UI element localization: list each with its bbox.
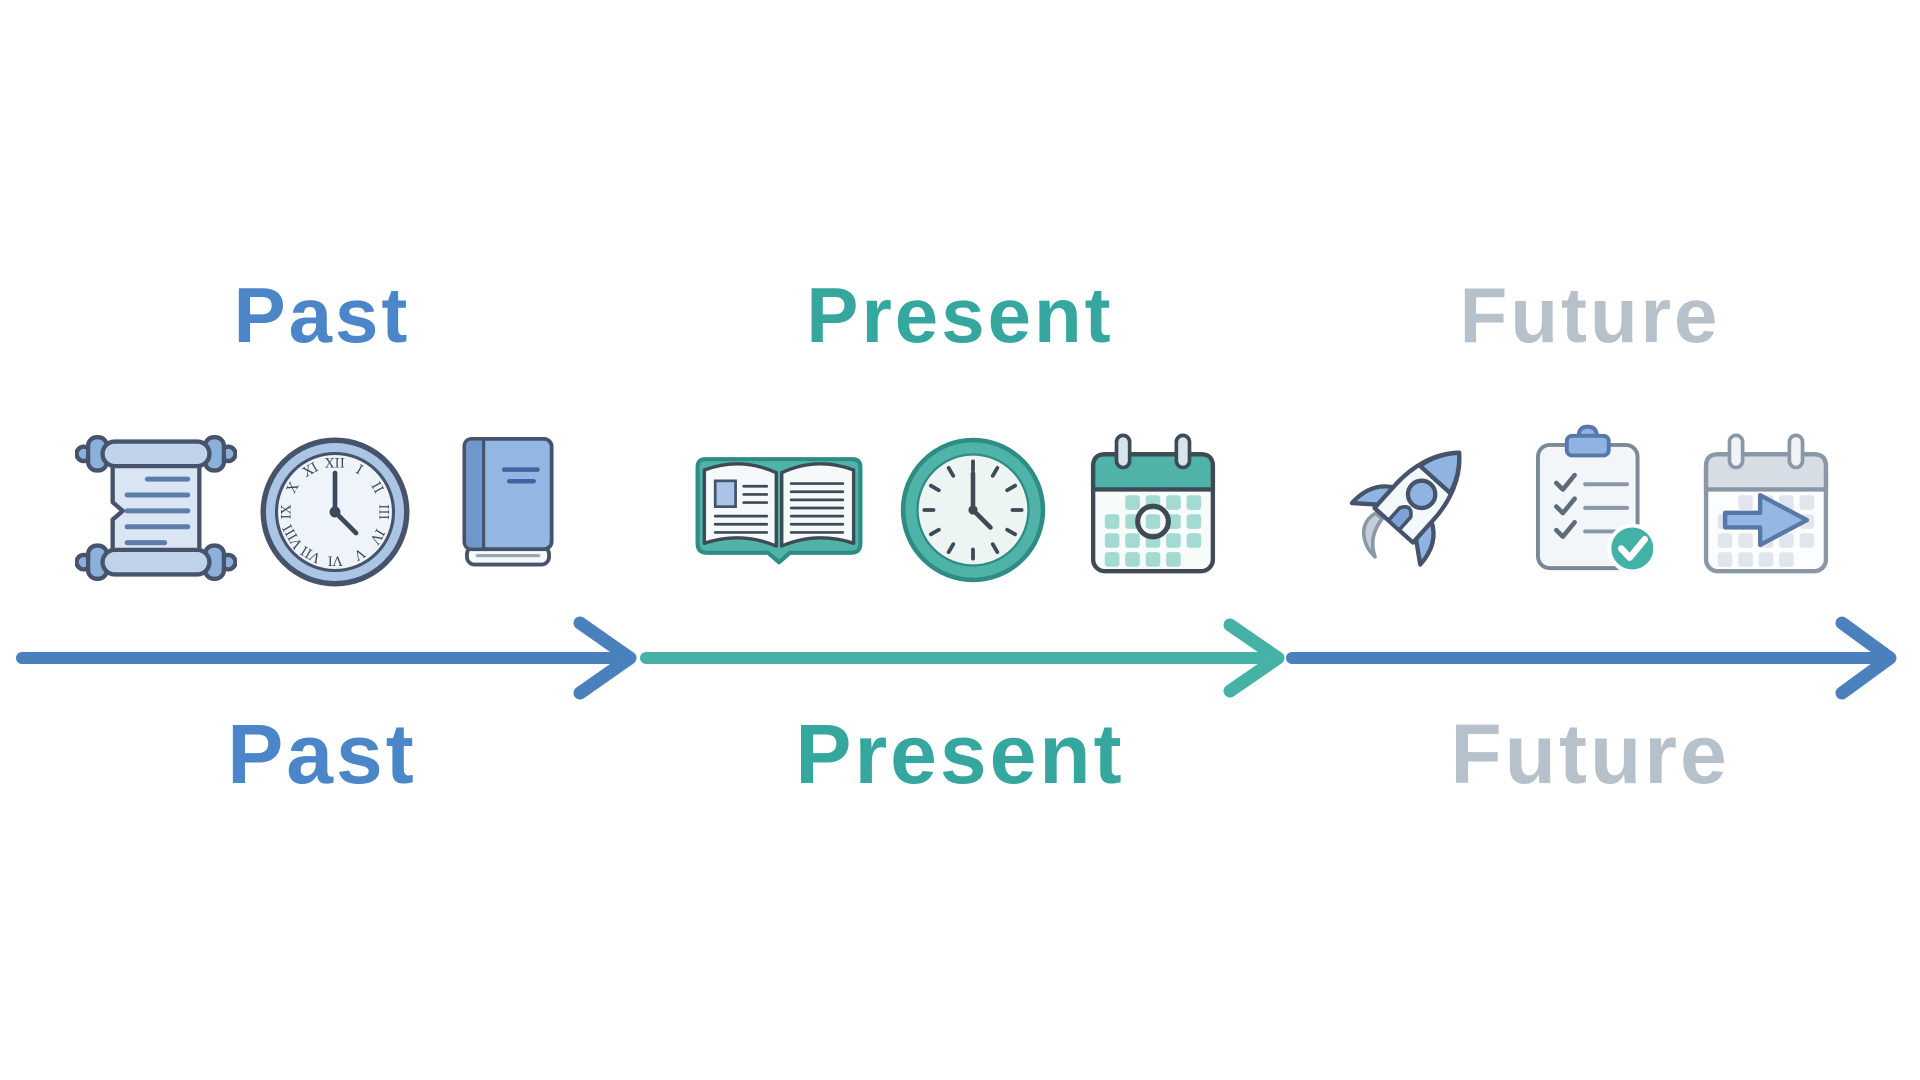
rocket-icon xyxy=(1333,426,1491,589)
numeral-4: IV xyxy=(366,526,387,547)
past-arrow-head xyxy=(573,616,637,700)
roman-numeral-clock-icon: XII I II III IV V VI VII VIII IX X XI xyxy=(257,434,413,595)
forward-arrow-glyph xyxy=(1722,493,1810,548)
present-arrow-head xyxy=(1223,618,1285,698)
open-book-icon xyxy=(684,440,874,581)
open-book-svg xyxy=(695,457,863,565)
clipboard-checklist-icon xyxy=(1522,424,1664,581)
calendar-forward-svg xyxy=(1703,433,1829,574)
closed-book-svg xyxy=(462,436,554,567)
present-bottom-label: Present xyxy=(795,707,1125,801)
scroll-icon xyxy=(74,430,238,591)
scroll-icon-svg xyxy=(74,435,238,581)
numeral-6: VI xyxy=(328,552,344,567)
numeral-9: IX xyxy=(280,504,295,519)
clipboard-checklist-svg xyxy=(1536,424,1658,574)
numeral-11: XI xyxy=(301,460,321,480)
calendar-svg xyxy=(1090,433,1216,574)
timeline-arrows xyxy=(16,616,1897,700)
future-arrow-head xyxy=(1835,616,1897,700)
calendar-icon xyxy=(1080,428,1226,585)
numeral-12: XII xyxy=(325,457,345,472)
rocket-svg xyxy=(1349,450,1462,567)
present-top-label: Present xyxy=(806,271,1114,359)
past-bottom-label: Past xyxy=(227,707,417,801)
clock-svg xyxy=(900,437,1046,583)
numeral-3: III xyxy=(375,504,390,520)
calendar-forward-icon xyxy=(1692,428,1840,585)
future-top-label: Future xyxy=(1459,271,1721,359)
past-top-label: Past xyxy=(233,271,411,359)
clock-icon xyxy=(897,434,1049,591)
closed-book-icon xyxy=(449,431,567,580)
future-bottom-label: Future xyxy=(1450,707,1730,801)
roman-numeral-clock-svg: XII I II III IV V VI VII VIII IX X XI xyxy=(260,437,410,587)
